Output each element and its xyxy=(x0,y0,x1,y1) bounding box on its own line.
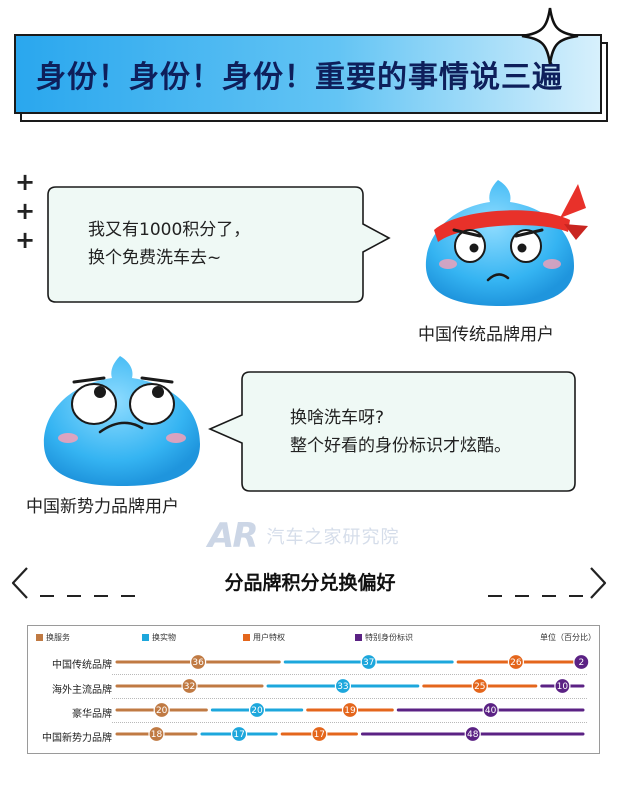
sparkle-icon xyxy=(521,7,579,65)
bar-value-marker xyxy=(554,677,571,695)
bar-value-marker xyxy=(464,725,481,743)
bubble-second-line: 换啥洗车呀? xyxy=(290,408,385,428)
bar-value-marker xyxy=(573,653,590,671)
legend-label: 换服务 xyxy=(46,633,70,642)
bar-value-marker xyxy=(507,653,525,671)
legend-item-identity: 特别身份标识 xyxy=(355,632,413,643)
speaker-traditional-user: 中国传统品牌用户 xyxy=(418,325,554,345)
row-label: 豪华品牌 xyxy=(72,709,112,720)
bar-value-marker xyxy=(311,725,328,743)
page-title: 身份！身份！身份！重要的事情说三遍 xyxy=(36,60,563,95)
decorative-dashes-left xyxy=(40,582,148,597)
legend-label: 特别身份标识 xyxy=(365,633,413,642)
mascot-traditional-user xyxy=(425,180,588,306)
bar-value-label: 2 xyxy=(578,658,584,668)
plus-mark: + xyxy=(15,197,36,225)
chart-title: 分品牌积分兑换偏好 xyxy=(224,572,396,594)
legend-item-privilege: 用户特权 xyxy=(243,632,285,643)
bar-value-marker xyxy=(181,677,198,695)
bar-value-label: 25 xyxy=(474,682,485,692)
bar-value-label: 48 xyxy=(467,730,479,740)
row-separator xyxy=(112,698,587,699)
plus-mark: + xyxy=(15,226,36,254)
mascot-new-force-user xyxy=(43,356,200,486)
chevron-right-icon xyxy=(590,567,607,599)
row-label: 中国新势力品牌 xyxy=(42,733,112,744)
bar-value-label: 26 xyxy=(510,658,522,668)
bar-value-marker xyxy=(334,677,352,695)
bubble-second-line: 整个好看的身份标识才炫酷。 xyxy=(290,436,511,456)
bubble-second-text: 换啥洗车呀? 整个好看的身份标识才炫酷。 xyxy=(290,404,511,460)
legend-swatch xyxy=(36,634,43,641)
chevron-left-icon xyxy=(11,567,28,599)
legend-swatch xyxy=(142,634,149,641)
decorative-dashes-right xyxy=(488,582,596,597)
watermark: AR 汽车之家研究院 xyxy=(208,516,400,556)
bubble-first-line: 换个免费洗车去~ xyxy=(88,248,222,268)
bar-value-label: 37 xyxy=(363,658,374,668)
watermark-logo: AR xyxy=(208,516,258,556)
speech-bubble-second xyxy=(208,371,576,492)
speaker-new-force-user: 中国新势力品牌用户 xyxy=(26,497,179,517)
row-label: 中国传统品牌 xyxy=(52,660,112,671)
legend-label: 换实物 xyxy=(152,633,176,642)
bar-value-marker xyxy=(148,725,165,743)
legend-item-service: 换服务 xyxy=(36,632,70,643)
bar-value-marker xyxy=(341,701,359,719)
bar-value-label: 17 xyxy=(233,730,244,740)
row-separator xyxy=(112,674,587,675)
bar-value-label: 32 xyxy=(184,682,195,692)
bar-value-marker xyxy=(190,653,207,671)
bar-value-label: 33 xyxy=(337,682,348,692)
row-separator xyxy=(112,722,587,723)
legend-label: 用户特权 xyxy=(253,633,285,642)
bar-value-label: 20 xyxy=(156,706,168,716)
bar-value-marker xyxy=(153,701,170,719)
plus-mark: + xyxy=(15,168,36,196)
bubble-first-text: 我又有1000积分了， 换个免费洗车去~ xyxy=(88,216,250,272)
bar-value-label: 19 xyxy=(344,706,356,716)
bubble-first-line: 我又有1000积分了， xyxy=(88,220,251,240)
bar-value-label: 20 xyxy=(251,706,263,716)
row-label: 海外主流品牌 xyxy=(52,685,112,696)
bar-value-marker xyxy=(471,677,488,695)
legend-swatch xyxy=(243,634,250,641)
bar-value-label: 18 xyxy=(151,730,163,740)
speech-bubble-first xyxy=(47,186,391,303)
bar-value-label: 36 xyxy=(192,658,204,668)
header-banner: 身份！身份！身份！重要的事情说三遍 xyxy=(14,34,602,114)
unit-label: 单位（百分比） xyxy=(540,633,596,642)
bar-value-marker xyxy=(248,701,266,719)
legend-item-goods: 换实物 xyxy=(142,632,176,643)
bar-value-label: 40 xyxy=(485,706,497,716)
legend-swatch xyxy=(355,634,362,641)
bar-value-marker xyxy=(482,701,499,719)
bar-value-marker xyxy=(230,725,248,743)
bar-value-marker xyxy=(360,653,377,671)
watermark-text: 汽车之家研究院 xyxy=(266,527,400,548)
bar-value-label: 10 xyxy=(557,682,569,692)
bar-value-label: 17 xyxy=(314,730,325,740)
